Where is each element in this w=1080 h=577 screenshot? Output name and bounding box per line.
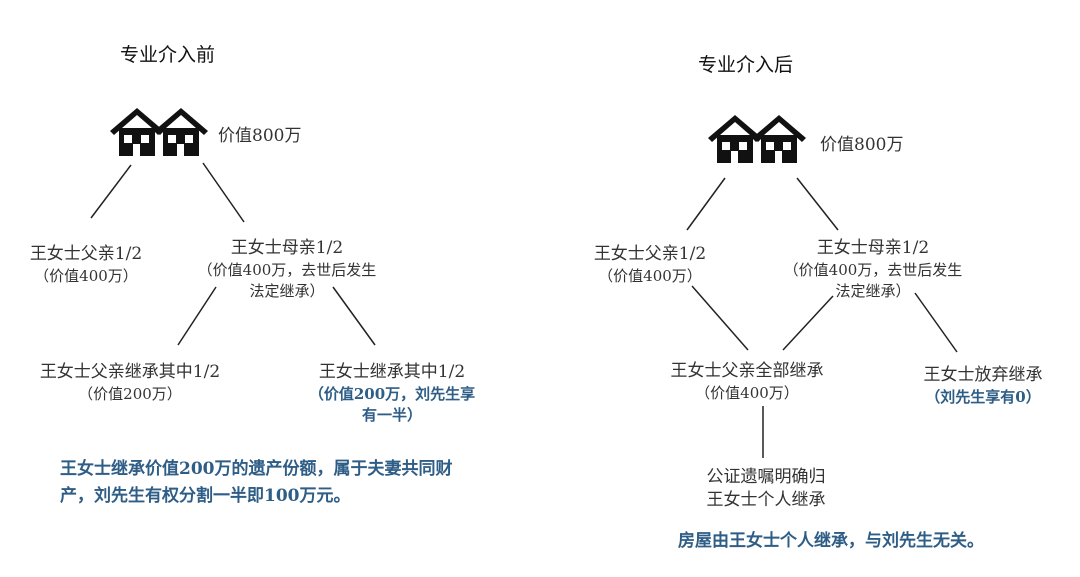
right-mother-value-2: 法定继承） [835, 282, 911, 300]
left-wang-inherit-value-2: 有一半） [361, 406, 422, 424]
right-wang-waive-node: 王女士放弃继承 （刘先生享有0） [908, 364, 1058, 408]
left-line-house-father [90, 164, 132, 219]
left-father-label: 王女士父亲1/2 [29, 244, 143, 264]
right-line-father-father-all [691, 285, 749, 351]
right-wang-waive-value: （刘先生享有0） [925, 388, 1041, 406]
right-mother-label: 王女士母亲1/2 [816, 238, 930, 258]
right-father-all-value: （价值400万） [695, 384, 799, 402]
left-wang-inherit-node: 王女士继承其中1/2 （价值200万，刘先生享 有一半） [294, 361, 490, 426]
right-will-node: 公证遗嘱明确归 王女士个人继承 [686, 466, 846, 512]
left-mother-value: （价值400万，去世后发生 [197, 261, 377, 279]
right-father-all-node: 王女士父亲全部继承 （价值400万） [652, 360, 842, 404]
left-father-inherit-label: 王女士父亲继承其中1/2 [39, 362, 221, 382]
right-wang-waive-label: 王女士放弃继承 [923, 365, 1043, 385]
right-note: 房屋由王女士个人继承，与刘先生无关。 [678, 531, 984, 551]
right-will-line1: 公证遗嘱明确归 [706, 467, 826, 487]
left-house-value: 价值800万 [218, 126, 302, 146]
right-father-all-label: 王女士父亲全部继承 [670, 361, 824, 381]
left-wang-inherit-label: 王女士继承其中1/2 [318, 362, 466, 382]
left-mother-value-2: 法定继承） [249, 282, 325, 300]
right-mother-value: （价值400万，去世后发生 [783, 261, 963, 279]
left-line-house-mother [202, 162, 245, 223]
left-title: 专业介入前 [120, 44, 216, 66]
right-father-label: 王女士父亲1/2 [593, 244, 707, 264]
house-icon [110, 108, 208, 156]
left-father-inherit-node: 王女士父亲继承其中1/2 （价值200万） [20, 361, 240, 405]
left-mother-label: 王女士母亲1/2 [230, 238, 344, 258]
left-father-inherit-value: （价值200万） [78, 385, 182, 403]
right-house-value: 价值800万 [820, 135, 904, 155]
right-mother-node: 王女士母亲1/2 （价值400万，去世后发生 法定继承） [768, 237, 978, 302]
left-wang-inherit-value: （价值200万，刘先生享 [308, 385, 476, 403]
right-father-node: 王女士父亲1/2 （价值400万） [580, 243, 720, 287]
left-line-mother-father-inherit [177, 286, 217, 346]
house-icon [708, 115, 806, 163]
left-father-node: 王女士父亲1/2 （价值400万） [18, 243, 154, 287]
right-line-mother-wang-waive [914, 292, 958, 353]
right-line-house-mother [796, 177, 839, 231]
left-note: 王女士继承价值200万的遗产份额，属于夫妻共同财产，刘先生有权分割一半即100万… [60, 459, 453, 506]
right-father-value: （价值400万） [598, 267, 702, 285]
right-line-mother-father-all [782, 295, 834, 351]
right-title: 专业介入后 [698, 54, 794, 76]
left-father-value: （价值400万） [34, 267, 138, 285]
left-mother-node: 王女士母亲1/2 （价值400万，去世后发生 法定继承） [182, 237, 392, 302]
right-line-house-father [686, 177, 726, 231]
left-line-mother-wang-inherit [332, 286, 376, 346]
right-will-line2: 王女士个人继承 [706, 490, 826, 510]
